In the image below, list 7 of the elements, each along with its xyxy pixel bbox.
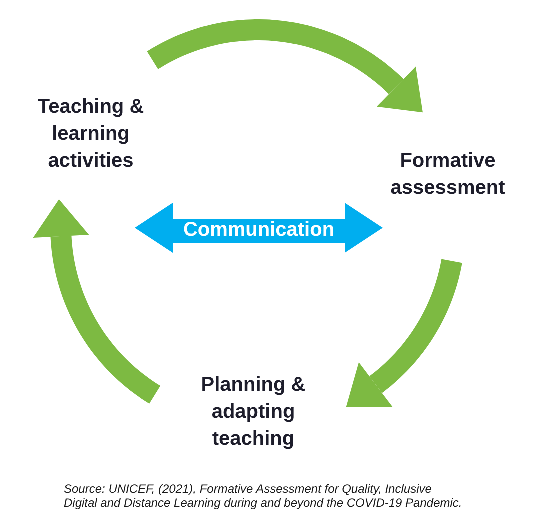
stage-label: Planning & adapting teaching [196,372,312,453]
source-caption: Source: UNICEF, (2021), Formative Assessment for Quality, Inclusive Digital and Distance Learning during and beyond the COVID-19 Pandemic. [64,482,463,510]
stage-label: Formative assessment [387,148,509,202]
cycle-arrow [33,200,162,404]
cycle-arrow [147,20,423,113]
double-arrow-banner: Communication [135,203,383,253]
stage-label: Teaching & learning activities [33,94,149,175]
